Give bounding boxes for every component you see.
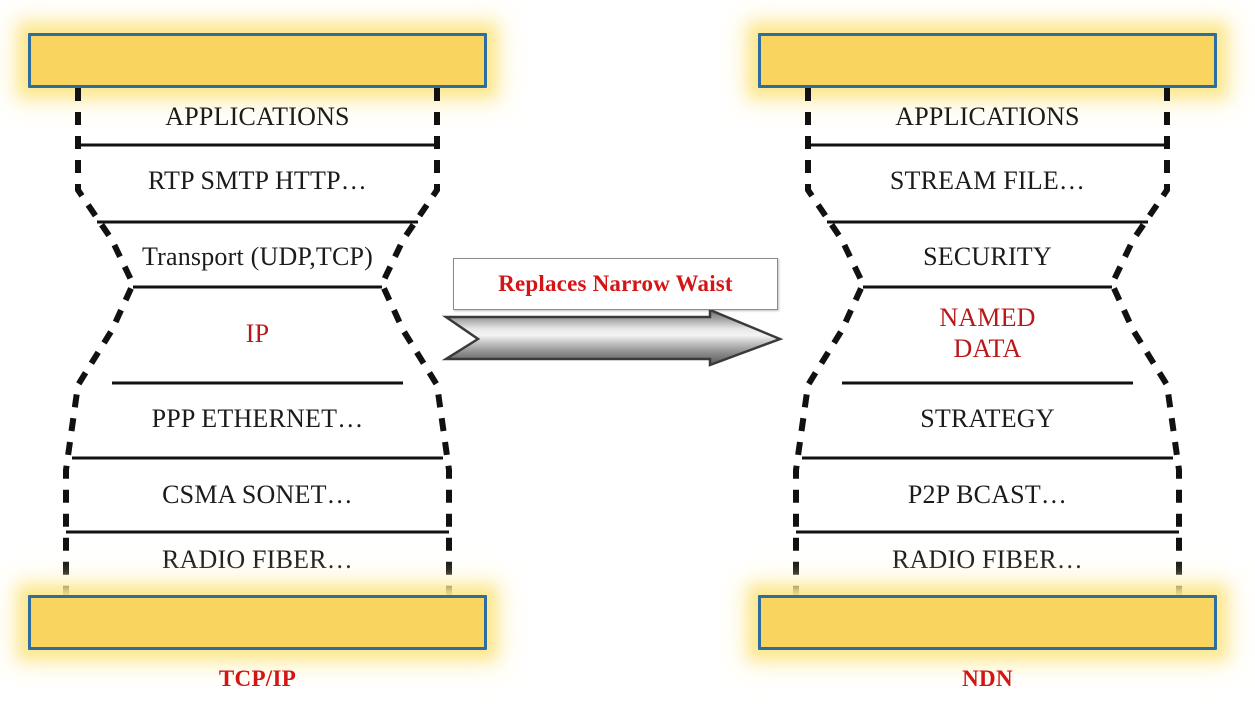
ndn-layer-label-named-data: NAMED DATA — [730, 303, 1245, 364]
ndn-hourglass: APPLICATIONS STREAM FILE… SECURITY NAMED… — [730, 0, 1245, 705]
ndn-layer-label-applications: APPLICATIONS — [895, 102, 1080, 131]
tcpip-layer-label-transport: Transport (UDP,TCP) — [141, 242, 374, 271]
ndn-layer-label-stream-file: STREAM FILE… — [889, 166, 1086, 195]
ndn-layer-label-strategy: STRATEGY — [920, 404, 1055, 433]
ndn-bottom-bar — [758, 595, 1217, 650]
ndn-layer-label-security: SECURITY — [923, 242, 1052, 271]
tcpip-layer-label-ip: IP — [245, 319, 270, 348]
ndn-named-data-line2: DATA — [953, 333, 1022, 363]
tcpip-layer-label-applications: APPLICATIONS — [165, 102, 350, 131]
tcpip-hourglass: APPLICATIONS RTP SMTP HTTP… Transport (U… — [0, 0, 515, 705]
ndn-named-data-line1: NAMED — [939, 303, 1036, 332]
ndn-layer-label-p2p-bcast: P2P BCAST… — [907, 480, 1068, 509]
ndn-caption: NDN — [962, 666, 1013, 691]
ndn-top-bar — [758, 33, 1217, 88]
tcpip-bottom-bar — [28, 595, 487, 650]
replaces-narrow-waist-label: Replaces Narrow Waist — [498, 271, 733, 296]
tcpip-layer-label-radio-fiber: RADIO FIBER… — [162, 545, 353, 574]
replaces-narrow-waist-box: Replaces Narrow Waist — [453, 258, 778, 310]
tcpip-layer-label-rtp-smtp-http: RTP SMTP HTTP… — [148, 166, 367, 195]
ndn-layer-label-radio-fiber: RADIO FIBER… — [892, 545, 1083, 574]
tcpip-caption: TCP/IP — [218, 666, 297, 691]
tcpip-layer-label-csma-sonet: CSMA SONET… — [162, 480, 353, 509]
tcpip-top-bar — [28, 33, 487, 88]
right-arrow-icon — [440, 308, 785, 368]
tcpip-hourglass-outline — [63, 88, 452, 600]
center-callout-group: Replaces Narrow Waist — [440, 258, 785, 368]
tcpip-layer-label-ppp-ethernet: PPP ETHERNET… — [151, 404, 364, 433]
ndn-hourglass-outline — [793, 88, 1182, 600]
